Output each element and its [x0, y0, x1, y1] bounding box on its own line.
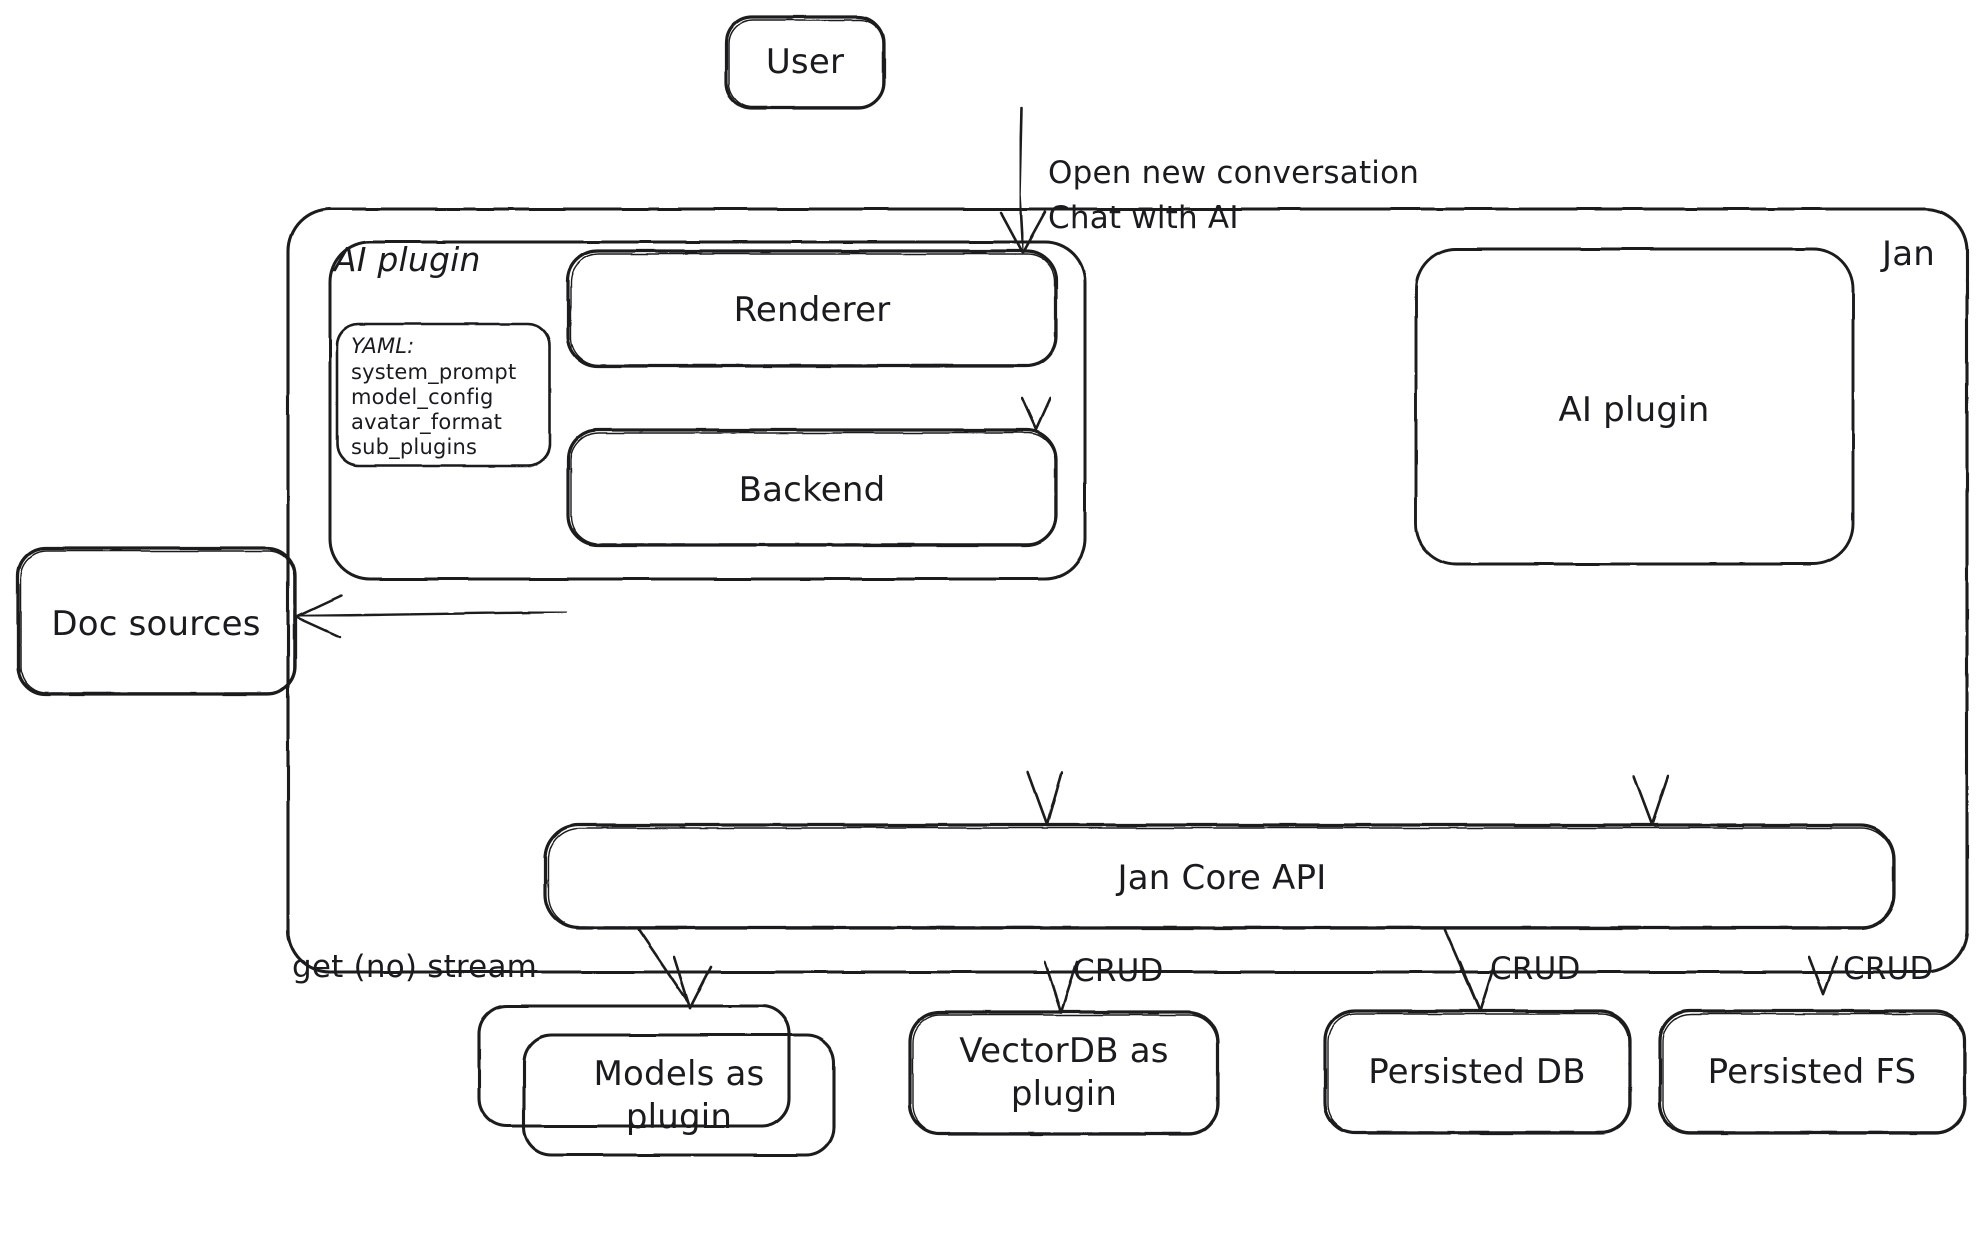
- ai-plugin-group-shape: [328, 240, 1087, 581]
- persisted-db-node-shape[interactable]: [1323, 1009, 1632, 1135]
- persisted-db-node-label: Persisted DB: [1368, 1052, 1586, 1092]
- renderer-node-shape[interactable]: [566, 249, 1058, 368]
- jan-container-shape: [286, 207, 1969, 974]
- ai-plugin-group-label: AI plugin: [334, 240, 481, 279]
- edge-label-crud-persisted-fs: CRUD: [1843, 951, 1934, 987]
- persisted-fs-node-shape[interactable]: [1658, 1009, 1967, 1135]
- edge-core-api-to-vectordb: [1043, 928, 1079, 1014]
- renderer-node-label: Renderer: [733, 290, 891, 330]
- edge-label-user-flow-line2: Chat with AI: [1048, 200, 1239, 236]
- jan-container-label: Jan: [1882, 234, 1936, 274]
- yaml-card-item-sub-plugins: sub_plugins: [351, 435, 478, 459]
- edge-core-api-to-persisted-db: [1443, 928, 1496, 1013]
- edge-label-crud-persisted-db: CRUD: [1490, 951, 1581, 987]
- edge-core-api-to-models: [637, 928, 713, 1010]
- yaml-card-item-avatar-format: avatar_format: [351, 410, 503, 434]
- edge-ai-plugin-to-core-api: [1632, 564, 1670, 826]
- models-as-plugin-node-shape[interactable]: [477, 1004, 836, 1157]
- jan-core-api-node-shape[interactable]: [543, 823, 1896, 930]
- vectordb-as-plugin-node-label: VectorDB as plugin: [959, 1031, 1169, 1114]
- vectordb-as-plugin-node-shape[interactable]: [908, 1010, 1220, 1136]
- edge-label-user-flow-line1: Open new conversation: [1048, 155, 1420, 191]
- yaml-card-item-model-config: model_config: [351, 385, 494, 409]
- backend-node-label: Backend: [738, 470, 886, 510]
- ai-plugin-right-node-label: AI plugin: [1558, 390, 1710, 430]
- backend-node-shape[interactable]: [566, 428, 1058, 547]
- edge-user-to-renderer: [999, 106, 1047, 254]
- yaml-card-item-system-prompt: system_prompt: [351, 360, 517, 384]
- models-as-plugin-node-label: Models as plugin: [593, 1054, 765, 1137]
- user-node-shape[interactable]: [724, 15, 886, 110]
- edge-renderer-to-backend: [1020, 366, 1052, 431]
- doc-sources-node-shape[interactable]: [16, 546, 297, 696]
- edge-core-api-to-persisted-fs: [1807, 928, 1839, 996]
- yaml-card-heading: YAML:: [351, 334, 415, 358]
- ai-plugin-right-node-shape[interactable]: [1414, 247, 1855, 566]
- yaml-card-shape: [335, 322, 552, 468]
- edge-label-crud-vectordb: CRUD: [1073, 953, 1164, 989]
- edge-backend-to-doc-sources: [294, 594, 568, 639]
- edge-label-get-no-stream: get (no) stream: [292, 949, 538, 985]
- user-node-label: User: [765, 42, 845, 82]
- persisted-fs-node-label: Persisted FS: [1707, 1052, 1917, 1092]
- doc-sources-node-label: Doc sources: [51, 604, 261, 644]
- edge-backend-to-core-api: [1026, 545, 1064, 826]
- jan-core-api-node-label: Jan Core API: [1117, 858, 1327, 898]
